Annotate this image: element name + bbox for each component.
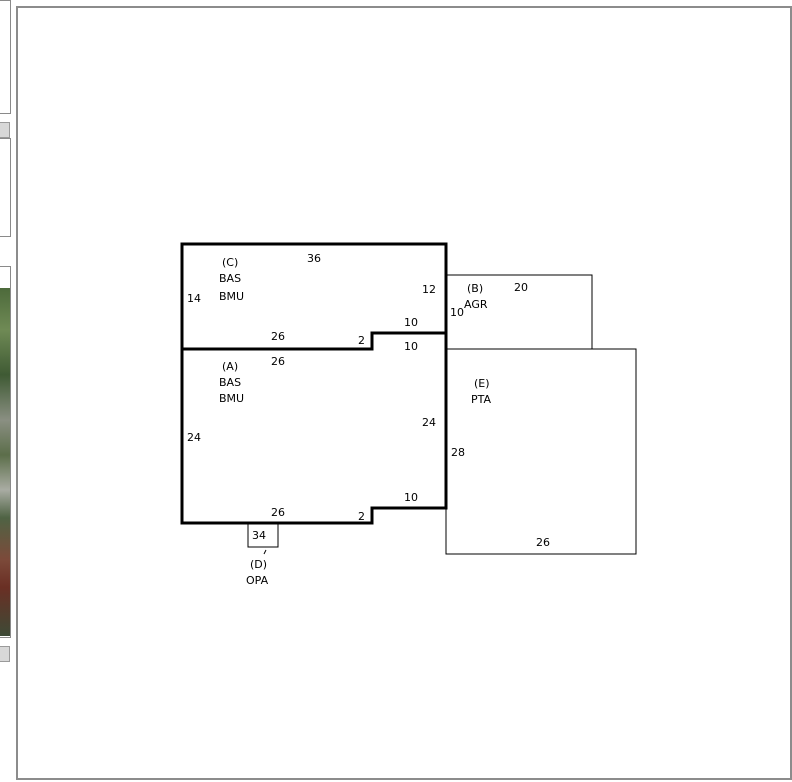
left-panel-tab-2[interactable] (0, 646, 10, 662)
area-a-label: (A) (222, 360, 238, 373)
area-a-code-1: BAS (219, 376, 241, 389)
dim-c-bottom: 26 (271, 330, 285, 343)
property-photo[interactable] (0, 288, 10, 636)
left-panel-box-1 (0, 0, 11, 114)
area-d-label: (D) (250, 558, 267, 571)
sketch-frame: (C) BAS BMU (B) AGR (A) BAS BMU (E) PTA … (16, 6, 792, 780)
dim-a-step-10: 10 (404, 491, 418, 504)
area-d-code-1: OPA (246, 574, 269, 587)
dim-b-top: 20 (514, 281, 528, 294)
area-c-code-2: BMU (219, 290, 244, 303)
area-b-outline (446, 274, 593, 349)
left-panel-strip (0, 0, 12, 781)
dim-a-left: 24 (187, 431, 201, 444)
building-sketch: (C) BAS BMU (B) AGR (A) BAS BMU (E) PTA … (180, 242, 637, 587)
area-c-code-1: BAS (219, 272, 241, 285)
area-d-leader (263, 549, 267, 555)
area-b-code-1: AGR (464, 298, 488, 311)
dim-e-left: 28 (451, 446, 465, 459)
dim-c-step-2: 2 (358, 334, 365, 347)
dim-e-bottom: 26 (536, 536, 550, 549)
area-e-label: (E) (474, 377, 490, 390)
dim-c-left: 14 (187, 292, 201, 305)
dim-c-step-10: 10 (404, 316, 418, 329)
left-panel-box-2 (0, 138, 11, 237)
dim-a-bottom: 26 (271, 506, 285, 519)
dim-a-right: 24 (422, 416, 436, 429)
dim-a-top: 26 (271, 355, 285, 368)
area-c-label: (C) (222, 256, 238, 269)
dim-a-top-10: 10 (404, 340, 418, 353)
dim-a-step-2: 2 (358, 510, 365, 523)
left-panel-tab-1[interactable] (0, 122, 10, 138)
dim-b-left: 10 (450, 306, 464, 319)
area-b-label: (B) (467, 282, 483, 295)
area-a-outline (180, 331, 448, 525)
area-e-code-1: PTA (471, 393, 491, 406)
dim-d-width: 34 (252, 529, 266, 542)
dim-c-right: 12 (422, 283, 436, 296)
area-a-code-2: BMU (219, 392, 244, 405)
dim-c-top: 36 (307, 252, 321, 265)
